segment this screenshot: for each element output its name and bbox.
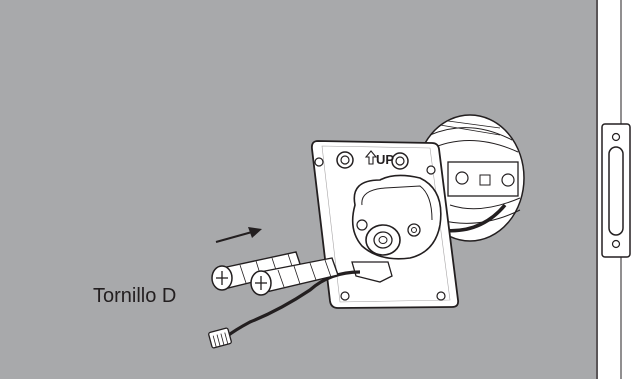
screw-callout-label: Tornillo D — [93, 285, 176, 308]
spindle-hub — [366, 225, 400, 255]
strike-opening — [609, 147, 623, 235]
top-right-standoff — [392, 153, 408, 169]
door-jamb — [596, 0, 636, 379]
top-left-standoff — [337, 152, 353, 168]
up-label: UP — [376, 152, 394, 167]
